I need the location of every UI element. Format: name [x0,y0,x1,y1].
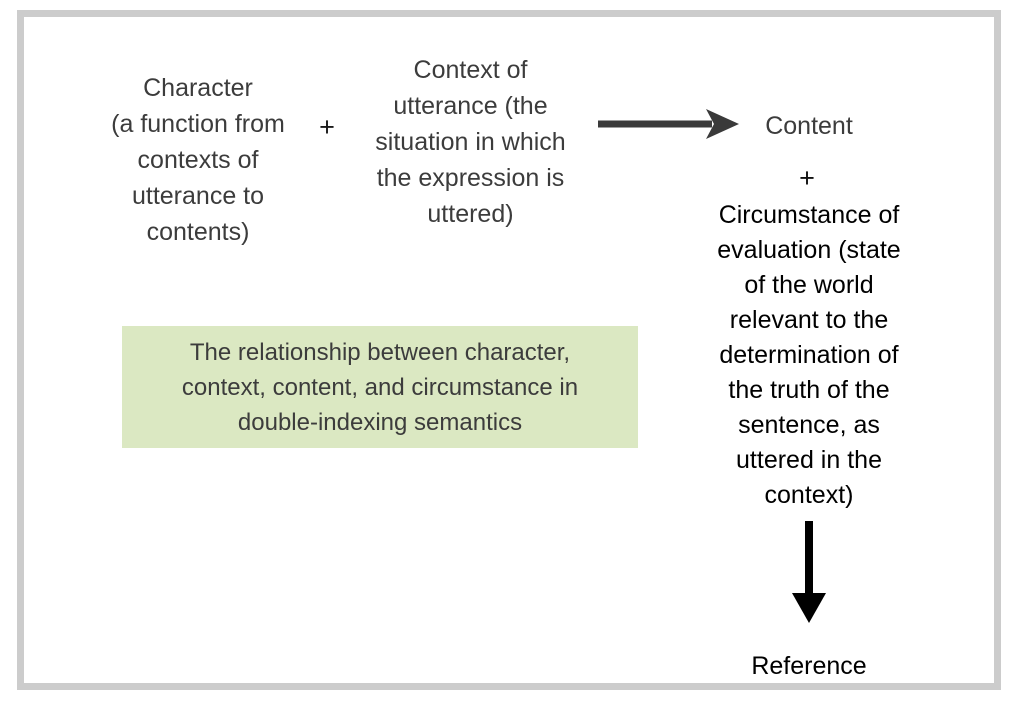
node-character: Character (a function from contexts of u… [111,74,285,246]
caption-box: The relationship between character, cont… [122,326,638,448]
node-circumstance-of-evaluation: Circumstance of evaluation (state of the… [717,201,901,509]
plus-operator-2: + [799,163,815,193]
node-content: Content [765,112,853,140]
plus-operator-1: + [319,112,335,142]
arrow-right-icon [594,103,744,145]
node-context-of-utterance: Context of utterance (the situation in w… [375,56,566,228]
arrow-down-icon [786,518,832,626]
caption-text: The relationship between character, cont… [181,338,579,436]
node-reference: Reference [751,652,867,680]
